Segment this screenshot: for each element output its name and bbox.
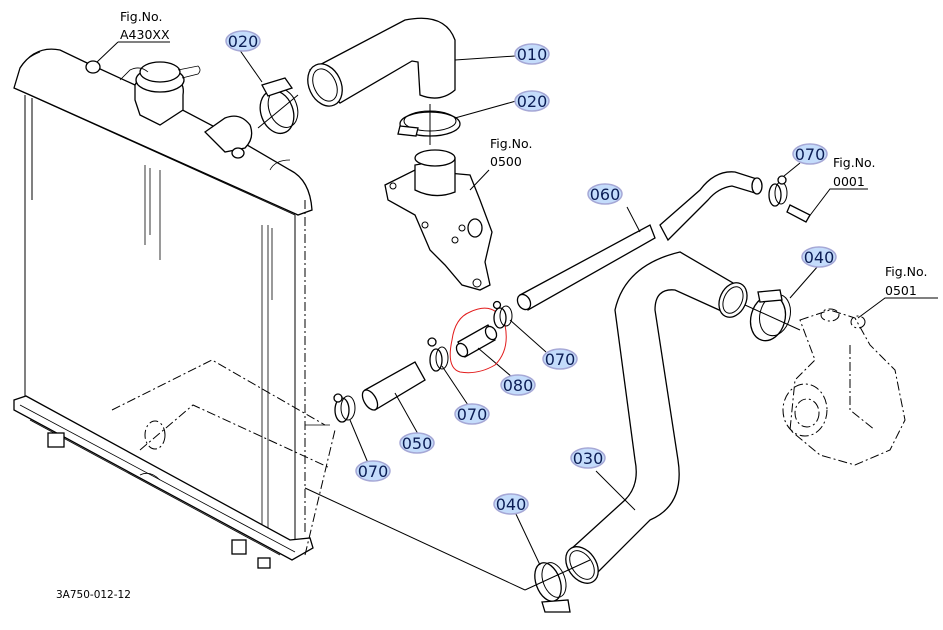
callout-060[interactable]: 060 bbox=[587, 183, 623, 205]
upper-hose-010 bbox=[307, 17, 516, 107]
callout-070-a[interactable]: 070 bbox=[792, 143, 828, 165]
callout-label: 070 bbox=[545, 350, 576, 369]
fig-ref-number: A430XX bbox=[120, 27, 170, 42]
callout-020-a[interactable]: 020 bbox=[225, 30, 261, 52]
drawing-number: 3A750-012-12 bbox=[56, 589, 131, 601]
clamp-070-joint-left bbox=[427, 337, 469, 406]
callout-label: 010 bbox=[517, 45, 548, 64]
callout-label: 030 bbox=[573, 449, 604, 468]
callout-050[interactable]: 050 bbox=[399, 432, 435, 454]
clamp-020-thermostat-side bbox=[397, 100, 517, 145]
fig-ref-number: 0501 bbox=[885, 283, 917, 298]
fig-ref-prefix: Fig.No. bbox=[885, 264, 927, 279]
radiator bbox=[13, 48, 314, 569]
fig-ref-number: 0001 bbox=[833, 174, 865, 189]
fig-ref-0501[interactable]: Fig.No. 0501 bbox=[885, 264, 927, 298]
fig-ref-0500[interactable]: Fig.No. 0500 bbox=[490, 136, 532, 169]
callout-label: 050 bbox=[402, 434, 433, 453]
callout-label: 070 bbox=[795, 145, 826, 164]
bypass-hose-050 bbox=[361, 361, 426, 435]
callout-label: 070 bbox=[358, 462, 389, 481]
clamp-040-pump-side bbox=[744, 265, 819, 342]
callout-040-a[interactable]: 040 bbox=[801, 246, 837, 268]
callout-070-d[interactable]: 070 bbox=[355, 460, 391, 482]
callout-label: 070 bbox=[457, 405, 488, 424]
callout-070-c[interactable]: 070 bbox=[454, 403, 490, 425]
thermostat-housing bbox=[384, 149, 493, 291]
callout-070-b[interactable]: 070 bbox=[542, 348, 578, 370]
callout-040-b[interactable]: 040 bbox=[493, 493, 529, 515]
clamp-070-upper-right bbox=[768, 162, 868, 223]
callout-080[interactable]: 080 bbox=[500, 374, 536, 396]
fig-ref-0001[interactable]: Fig.No. 0001 bbox=[833, 155, 875, 189]
water-pump bbox=[782, 297, 938, 466]
lower-hose-030 bbox=[565, 251, 748, 584]
fig-ref-prefix: Fig.No. bbox=[120, 9, 162, 24]
clamp-070-joint-right bbox=[492, 300, 547, 353]
pipe-joint-080 bbox=[455, 324, 513, 378]
callout-label: 020 bbox=[517, 92, 548, 111]
hidden-lines bbox=[111, 359, 526, 591]
callout-020-b[interactable]: 020 bbox=[514, 90, 550, 112]
callout-label: 020 bbox=[228, 32, 259, 51]
callout-010[interactable]: 010 bbox=[514, 43, 550, 65]
fig-ref-number: 0500 bbox=[490, 154, 522, 169]
clamp-070-radiator bbox=[333, 393, 369, 464]
callout-label: 040 bbox=[804, 248, 835, 267]
callout-030[interactable]: 030 bbox=[570, 447, 606, 469]
callout-label: 040 bbox=[496, 495, 527, 514]
callout-label: 080 bbox=[503, 376, 534, 395]
clamp-020-radiator-side bbox=[238, 48, 299, 135]
fig-ref-prefix: Fig.No. bbox=[490, 136, 532, 151]
fig-ref-prefix: Fig.No. bbox=[833, 155, 875, 170]
fig-ref-a430xx[interactable]: Fig.No. A430XX bbox=[96, 9, 170, 63]
callout-label: 060 bbox=[590, 185, 621, 204]
return-hose-060 bbox=[516, 171, 763, 311]
clamp-040-radiator-side bbox=[514, 511, 591, 613]
